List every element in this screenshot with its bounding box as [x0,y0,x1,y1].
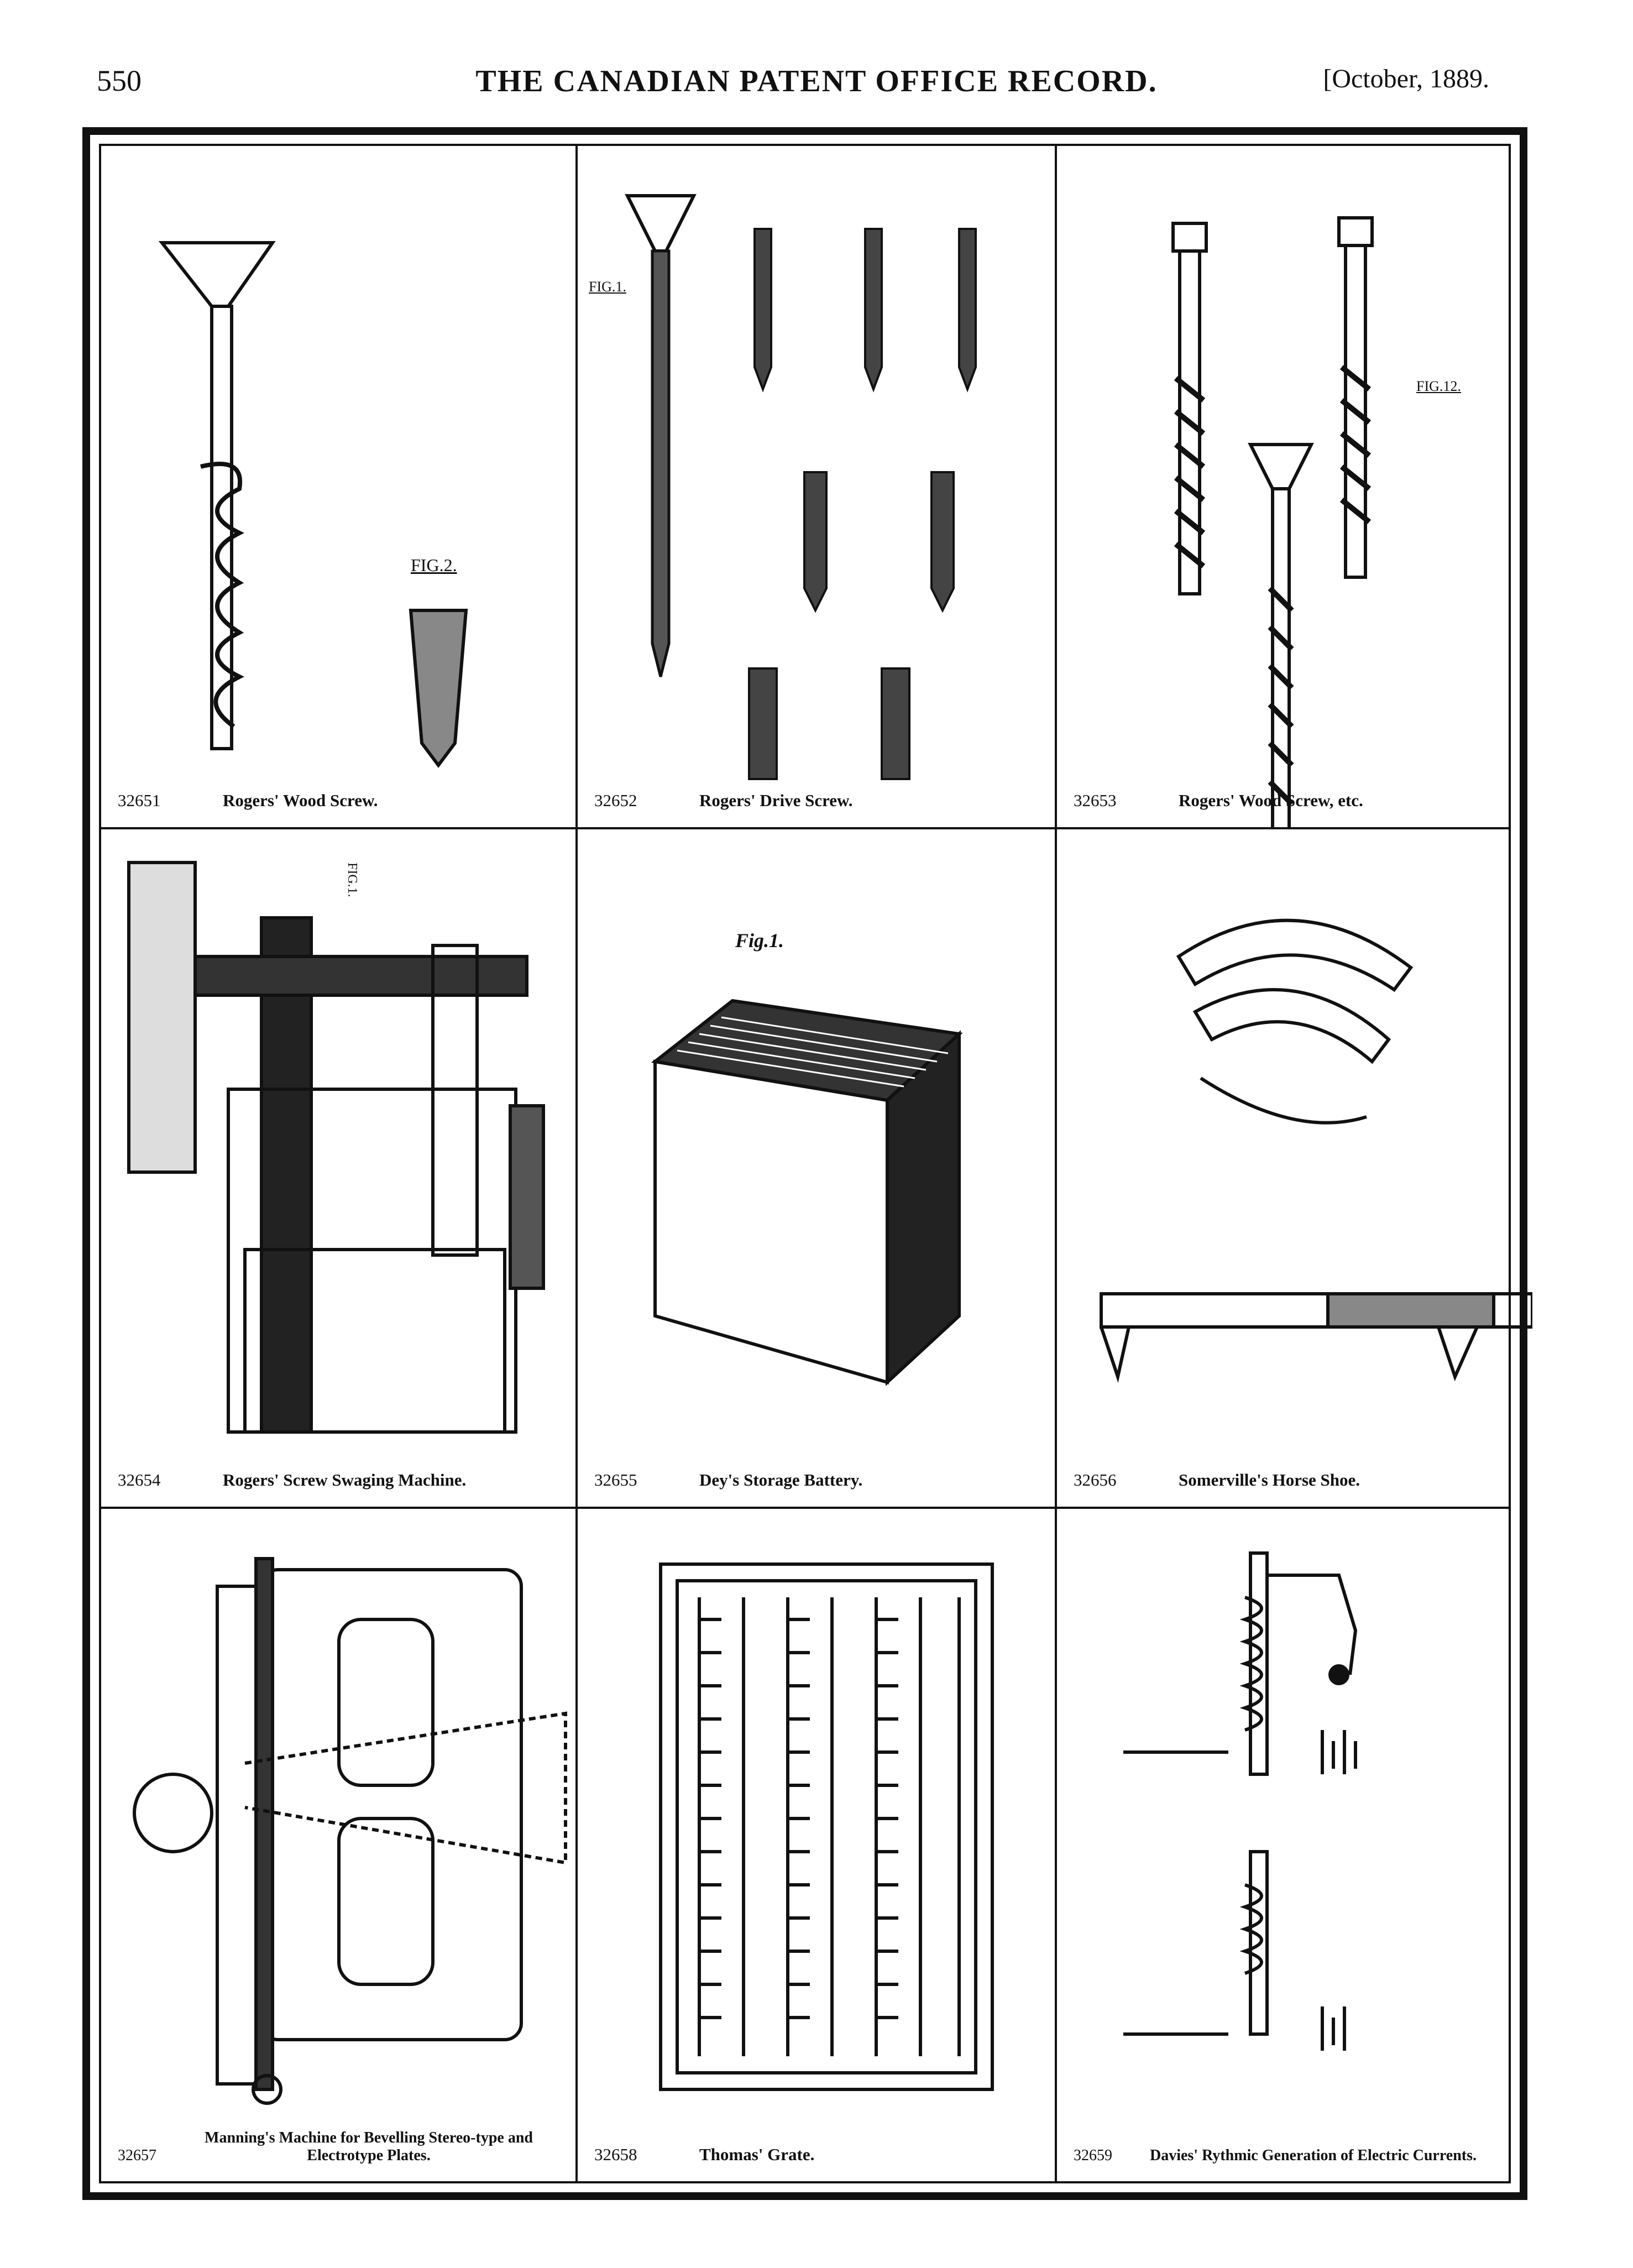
patent-cell-32654: FIG.1. 32654 Rogers' Screw Swaging Machin… [101,829,578,1509]
wood-screw-etc-drawing [1171,216,1374,827]
patent-title: Somerville's Horse Shoe. [1179,1470,1360,1490]
figure-label: FIG.1. [345,863,359,897]
figure-label: Fig.1. [735,929,784,952]
grate-drawing [659,1562,994,2091]
patent-cell-32658: 32658 Thomas' Grate. [578,1509,1057,2181]
patent-cell-32653: FIG.12. 32653 Rogers' Wood Screw, etc. [1057,146,1509,829]
patent-cell-32651: FIG.2. 32651 Rogers' Wood Screw. [101,146,578,829]
patent-cell-32652: FIG.1. 32652 Rogers' Drive Screw. [578,146,1057,829]
storage-battery-drawing [651,999,963,1386]
patent-number: 32651 [118,791,161,810]
caption: 32659 Davies' Rythmic Generation of Elect… [1074,2147,1492,2165]
electric-currents-drawing [1123,1551,1358,2051]
patent-cell-32657: 32657 Manning's Machine for Bevelling Ste… [101,1509,578,2181]
patent-title: Rogers' Wood Screw, etc. [1179,791,1363,810]
patent-number: 32653 [1074,791,1117,810]
caption: 32652 Rogers' Drive Screw. [594,791,1038,811]
bevelling-machine-drawing [133,1557,567,2105]
caption: 32651 Rogers' Wood Screw. [118,791,559,811]
page-number: 550 [97,64,142,97]
patent-title: Manning's Machine for Bevelling Stereo-t… [205,2129,533,2164]
patent-title: Davies' Rythmic Generation of Electric C… [1149,2147,1477,2164]
caption: 32653 Rogers' Wood Screw, etc. [1074,791,1492,811]
horse-shoe-drawing [1100,918,1532,1383]
caption: 32654 Rogers' Screw Swaging Machine. [118,1470,559,1490]
page-header: 550 THE CANADIAN PATENT OFFICE RECORD. [… [0,64,1633,108]
issue-date: [October, 1889. [1323,64,1489,93]
patent-number: 32656 [1074,1470,1117,1490]
caption: 32657 Manning's Machine for Bevelling Ste… [118,2129,559,2165]
patent-cell-32656: 32656 Somerville's Horse Shoe. [1057,829,1532,1509]
patent-cell-32659: 32659 Davies' Rythmic Generation of Elect… [1057,1509,1509,2181]
patent-number: 32657 [118,2147,156,2164]
patent-number: 32652 [594,791,637,810]
figure-label: FIG.1. [589,279,626,295]
caption: 32656 Somerville's Horse Shoe. [1074,1470,1492,1490]
figure-label: FIG.2. [411,555,457,575]
screw-swaging-machine-drawing [127,861,545,1434]
patent-title: Rogers' Wood Screw. [223,791,378,810]
caption: 32655 Dey's Storage Battery. [594,1470,1038,1490]
patent-title: Rogers' Drive Screw. [699,791,853,810]
figure-label: FIG.12. [1416,378,1461,394]
patent-number: 32659 [1074,2147,1112,2164]
patent-title: Rogers' Screw Swaging Machine. [223,1470,467,1490]
patent-number: 32654 [118,1470,161,1490]
patent-number: 32658 [594,2145,637,2164]
patent-title: Dey's Storage Battery. [699,1470,863,1490]
patent-number: 32655 [594,1470,637,1490]
drive-screw-drawing [625,194,977,780]
publication-title: THE CANADIAN PATENT OFFICE RECORD. [475,64,1158,98]
wood-screw-drawing [158,241,468,768]
patent-cell-32655: Fig.1. 32655 Dey's Storage Battery. [578,829,1057,1509]
caption: 32658 Thomas' Grate. [594,2145,1038,2165]
patent-title: Thomas' Grate. [699,2145,815,2164]
plate-frame: FIG.2. 32651 Rogers' Wood Screw. FIG.1. 3… [82,127,1532,2200]
